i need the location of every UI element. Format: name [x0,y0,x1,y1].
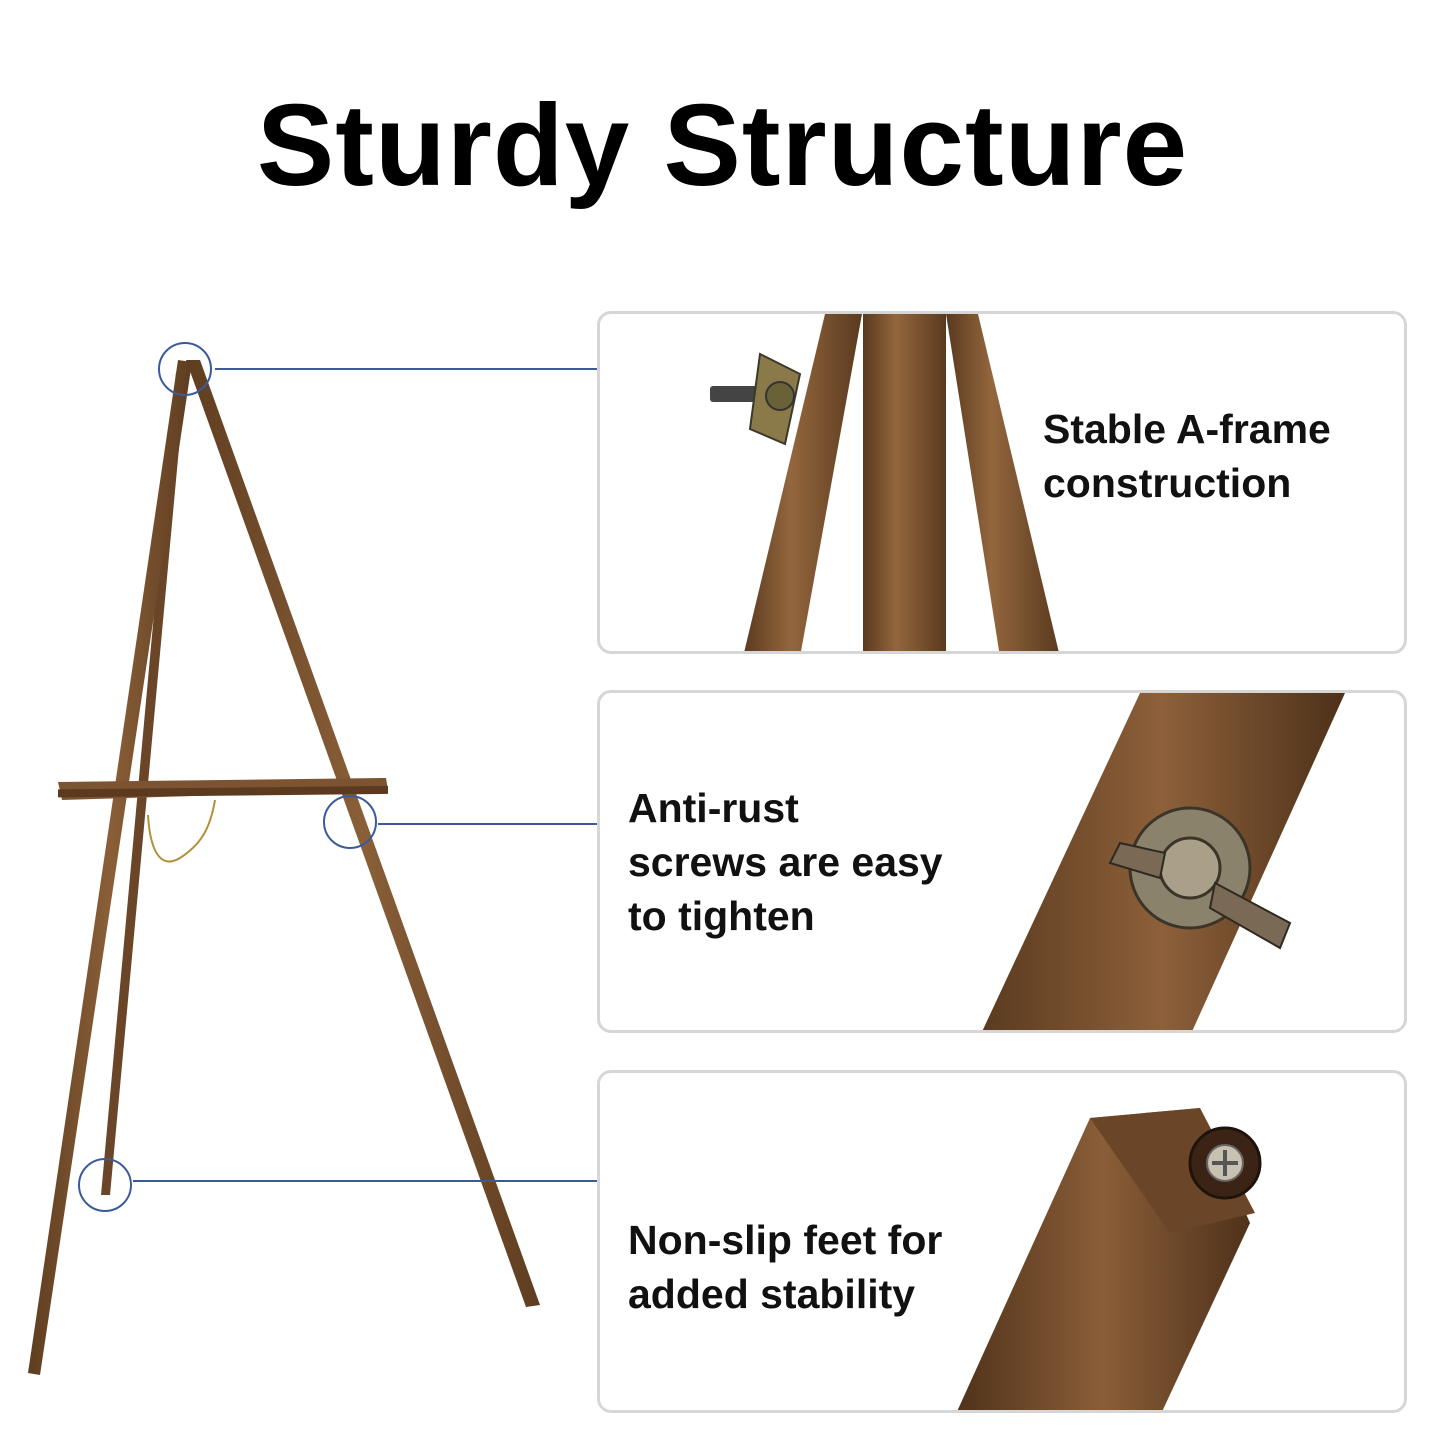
easel-chain [147,799,216,863]
callout-circle-top [158,342,212,396]
feature-panel-screws: Anti-rust screws are easy to tighten [597,690,1407,1033]
easel-right-leg [186,360,540,1307]
easel-left-leg [28,360,192,1375]
feature-panel-a-frame: Stable A-frame construction [597,311,1407,654]
feature-text-feet: Non-slip feet for added stability [628,1217,943,1317]
callout-circle-bottom [78,1158,132,1212]
a-frame-joint-photo [710,314,1059,651]
callout-circle-middle [323,795,377,849]
page-title: Sturdy Structure [256,80,1189,210]
feature-panel-feet: Non-slip feet for added stability [597,1070,1407,1413]
easel-shelf-lip [58,785,388,798]
easel-illustration [28,342,600,1375]
wing-screw-photo [982,693,1345,1030]
feature-text-a-frame: Stable A-frame construction [1043,406,1331,506]
rubber-foot-photo [957,1108,1262,1410]
feature-text-screws: Anti-rust screws are easy to tighten [628,785,943,939]
